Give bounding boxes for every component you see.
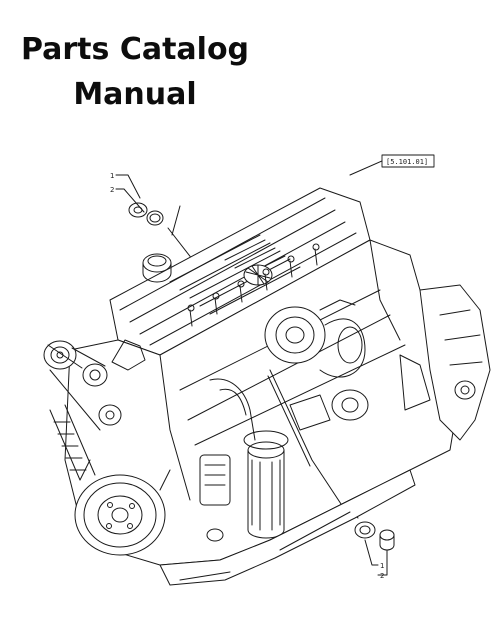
oil-filler bbox=[142, 253, 172, 283]
top-breather bbox=[243, 264, 273, 286]
callout-top-2: 2 bbox=[110, 186, 114, 194]
engine-block bbox=[64, 239, 461, 566]
callout-top-1: 1 bbox=[110, 172, 114, 180]
document-title-line-1: Parts Catalog bbox=[20, 32, 250, 67]
rear-bracket bbox=[399, 284, 491, 441]
turbocharger bbox=[264, 299, 366, 378]
oil-filter bbox=[243, 430, 289, 539]
callout-bottom: 1 2 bbox=[267, 369, 395, 580]
callout-bottom-2: 2 bbox=[380, 572, 384, 580]
crankshaft-damper bbox=[49, 404, 171, 556]
document-title-line-2: Manual bbox=[73, 77, 197, 112]
reference-code-box: [5.101.01] bbox=[349, 154, 435, 176]
callout-bottom-1: 1 bbox=[380, 562, 384, 570]
cylinder-head-details bbox=[111, 243, 320, 371]
engine-illustration: [5.101.01] 1 2 bbox=[43, 154, 491, 586]
intake-and-accessories bbox=[199, 378, 369, 542]
reference-code: [5.101.01] bbox=[386, 158, 428, 166]
oil-pan bbox=[159, 469, 416, 586]
callout-top-left: 1 2 bbox=[110, 172, 197, 265]
front-pulleys bbox=[43, 340, 122, 431]
